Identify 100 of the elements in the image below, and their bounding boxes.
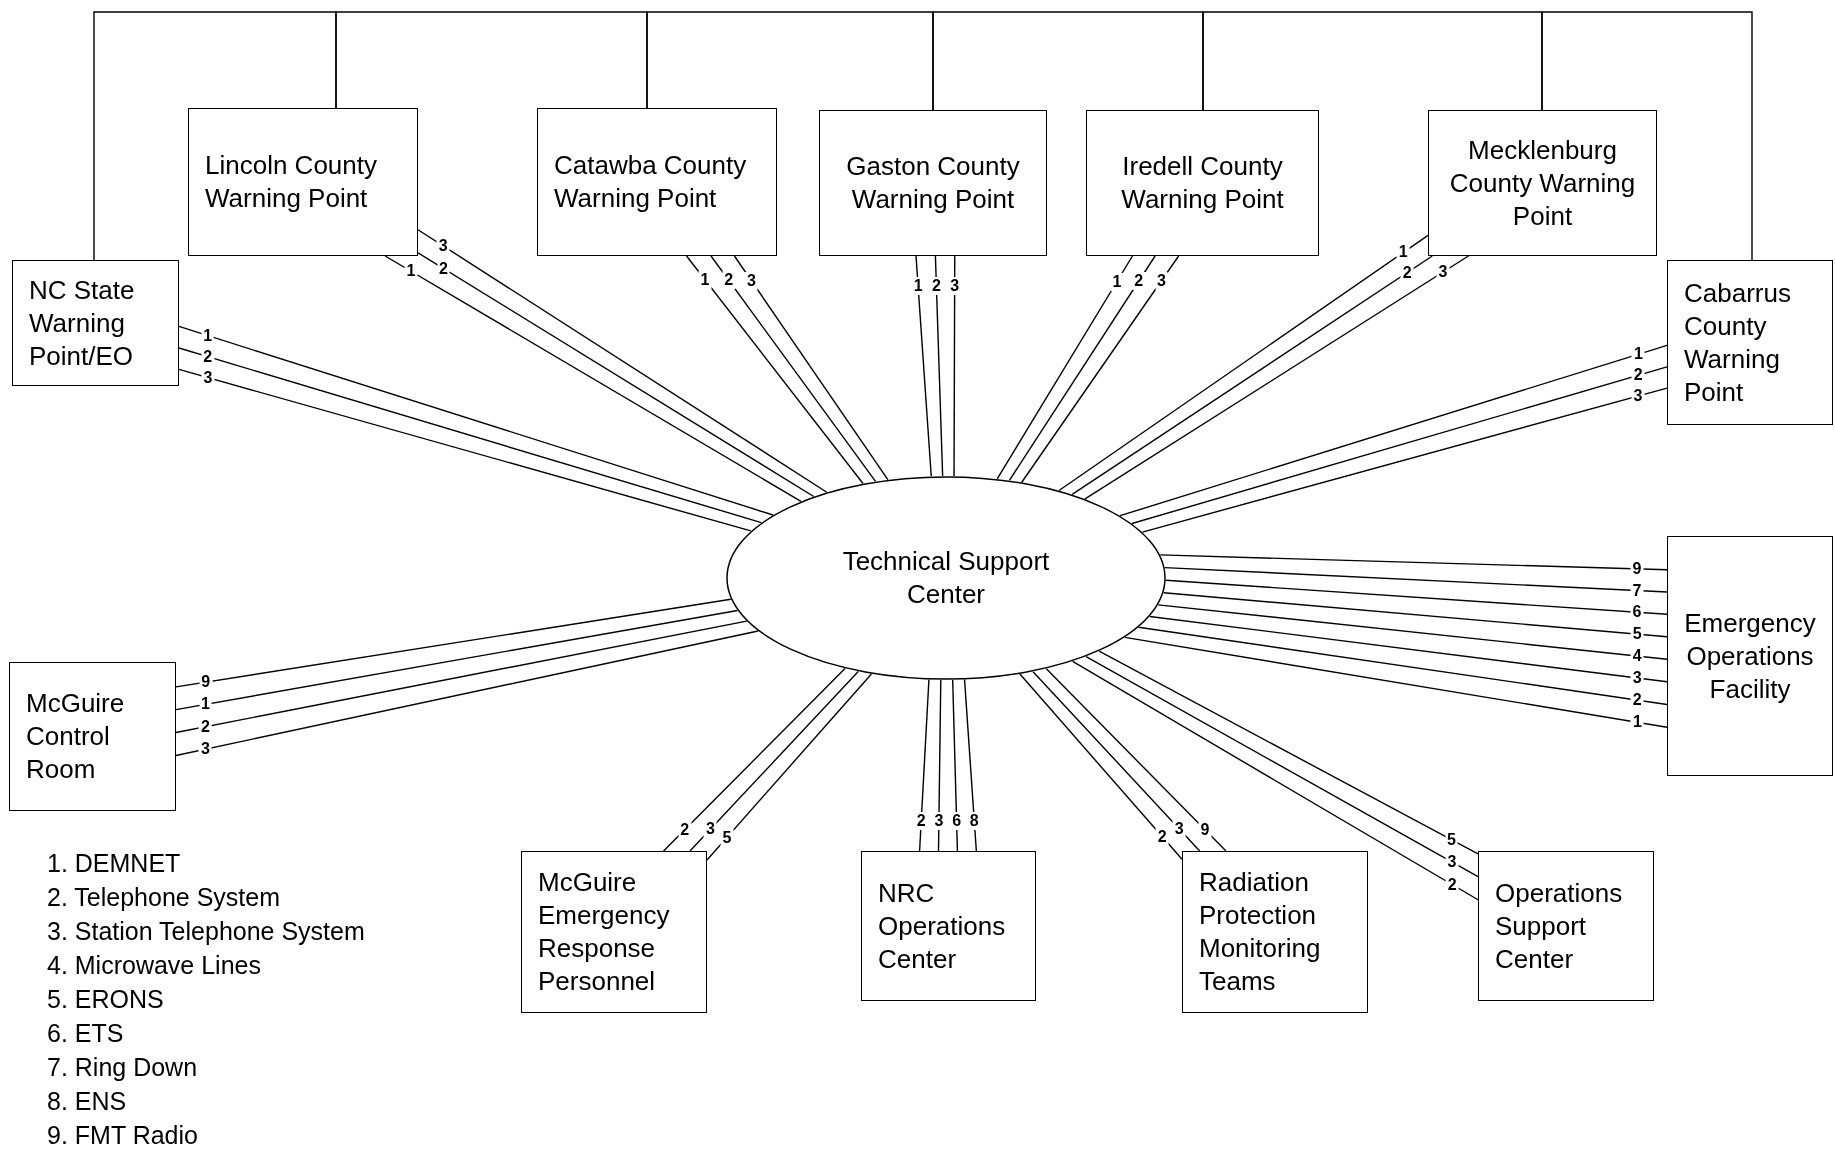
node-label: Iredell County Warning Point — [1120, 150, 1285, 216]
node-label: Operations Support Center — [1495, 876, 1624, 976]
connector-line — [1098, 650, 1479, 855]
line-type-note: 5. ERONS — [47, 984, 164, 1015]
station-box — [1667, 536, 1833, 776]
edge-label: 3 — [932, 812, 946, 830]
node-label: McGuire Emergency Response Personnel — [538, 866, 671, 998]
connector-line — [1137, 626, 1668, 706]
connector-line — [710, 255, 877, 483]
connector-line — [175, 598, 732, 688]
connector-line — [706, 673, 873, 861]
connector-line — [1149, 615, 1668, 683]
connector-line — [178, 325, 774, 516]
connector-line — [951, 679, 959, 852]
edge-label: 2 — [678, 820, 692, 839]
node-label: Radiation Protection Monitoring Teams — [1199, 866, 1322, 998]
station-box — [188, 108, 418, 256]
station-box — [819, 110, 1047, 256]
station-box — [521, 851, 707, 1013]
line-type-note: 9. FMT Radio — [47, 1120, 198, 1151]
connector-line — [335, 11, 648, 109]
edge-label: 3 — [744, 271, 758, 290]
connector-line — [1163, 592, 1668, 638]
node-label: McGuire Control Room — [26, 687, 126, 786]
line-type-note: 4. Microwave Lines — [47, 950, 261, 981]
connector-line — [178, 368, 752, 532]
station-box — [1086, 110, 1319, 256]
connector-line — [175, 620, 748, 734]
node-label: Cabarrus County Warning Point — [1684, 276, 1792, 409]
edge-label: 6 — [950, 812, 964, 830]
node-label: NC State Warning Point/EO — [29, 273, 136, 373]
connector-line — [963, 678, 978, 852]
connector-line — [915, 255, 932, 477]
edge-label: 1 — [698, 270, 712, 289]
connector-line — [93, 11, 337, 261]
edge-label: 9 — [1198, 820, 1212, 839]
station-box — [1428, 110, 1657, 256]
line-type-note: 8. ENS — [47, 1086, 127, 1117]
edge-label: 8 — [967, 812, 981, 831]
station-box — [12, 260, 179, 386]
connector-line — [1124, 636, 1668, 728]
station-box — [1478, 851, 1654, 1001]
line-type-note: 1. DEMNET — [47, 848, 181, 879]
node-label: NRC Operations Center — [878, 876, 1007, 976]
connector-line — [662, 667, 846, 852]
station-box — [861, 851, 1036, 1001]
connector-line — [175, 630, 759, 757]
connector-line — [1008, 255, 1156, 482]
node-label: Catawba County Warning Point — [554, 149, 748, 215]
edge-label: 2 — [914, 812, 928, 831]
connector-line — [1165, 579, 1668, 615]
connector-line — [175, 609, 739, 711]
connector-line — [689, 670, 859, 852]
connector-line — [1131, 366, 1668, 525]
station-box — [1182, 851, 1368, 1013]
edge-label: 2 — [1155, 827, 1169, 846]
connector-line — [1045, 668, 1227, 852]
node-label: Technical Support Center — [841, 545, 1051, 611]
node-label: Emergency Operations Facility — [1684, 606, 1816, 706]
connector-line — [1141, 387, 1668, 533]
connector-line — [178, 347, 762, 524]
edge-label: 2 — [1132, 272, 1146, 291]
line-type-note: 2. Telephone System — [47, 882, 281, 913]
connector-line — [1202, 11, 1543, 111]
node-label: Mecklenburg County Warning Point — [1448, 133, 1637, 233]
edge-label: 1 — [911, 276, 925, 295]
connector-line — [953, 255, 956, 477]
connector-line — [918, 679, 930, 852]
station-box — [1667, 260, 1833, 425]
line-type-note: 7. Ring Down — [47, 1052, 198, 1083]
connector-line — [1541, 11, 1753, 261]
edge-label: 5 — [720, 828, 734, 847]
edge-label: 2 — [722, 271, 736, 290]
edge-label: 3 — [1172, 820, 1186, 838]
edge-label: 3 — [948, 277, 962, 295]
connector-line — [646, 11, 934, 111]
hub-ellipse — [726, 476, 1166, 680]
connector-line — [1021, 255, 1180, 483]
station-box — [537, 108, 777, 256]
connector-line — [1119, 344, 1668, 517]
connector-line — [1159, 554, 1668, 571]
connector-line — [996, 255, 1134, 480]
connector-line — [934, 255, 944, 477]
connector-line — [1157, 604, 1668, 660]
station-box — [9, 662, 176, 811]
connector-line — [1164, 566, 1668, 593]
node-label: Gaston County Warning Point — [845, 150, 1021, 216]
edge-label: 2 — [929, 276, 943, 295]
line-type-note: 3. Station Telephone System — [47, 916, 365, 947]
connector-line — [1032, 670, 1201, 852]
connector-line — [1019, 673, 1183, 860]
connector-line — [932, 11, 1204, 111]
edge-label: 1 — [1110, 272, 1124, 291]
line-type-note: 6. ETS — [47, 1018, 124, 1049]
connector-line — [937, 679, 942, 852]
node-label: Lincoln County Warning Point — [205, 149, 378, 215]
edge-label: 3 — [704, 820, 717, 839]
connector-line — [733, 255, 889, 481]
edge-label: 3 — [1155, 271, 1168, 290]
connector-line — [685, 255, 864, 485]
